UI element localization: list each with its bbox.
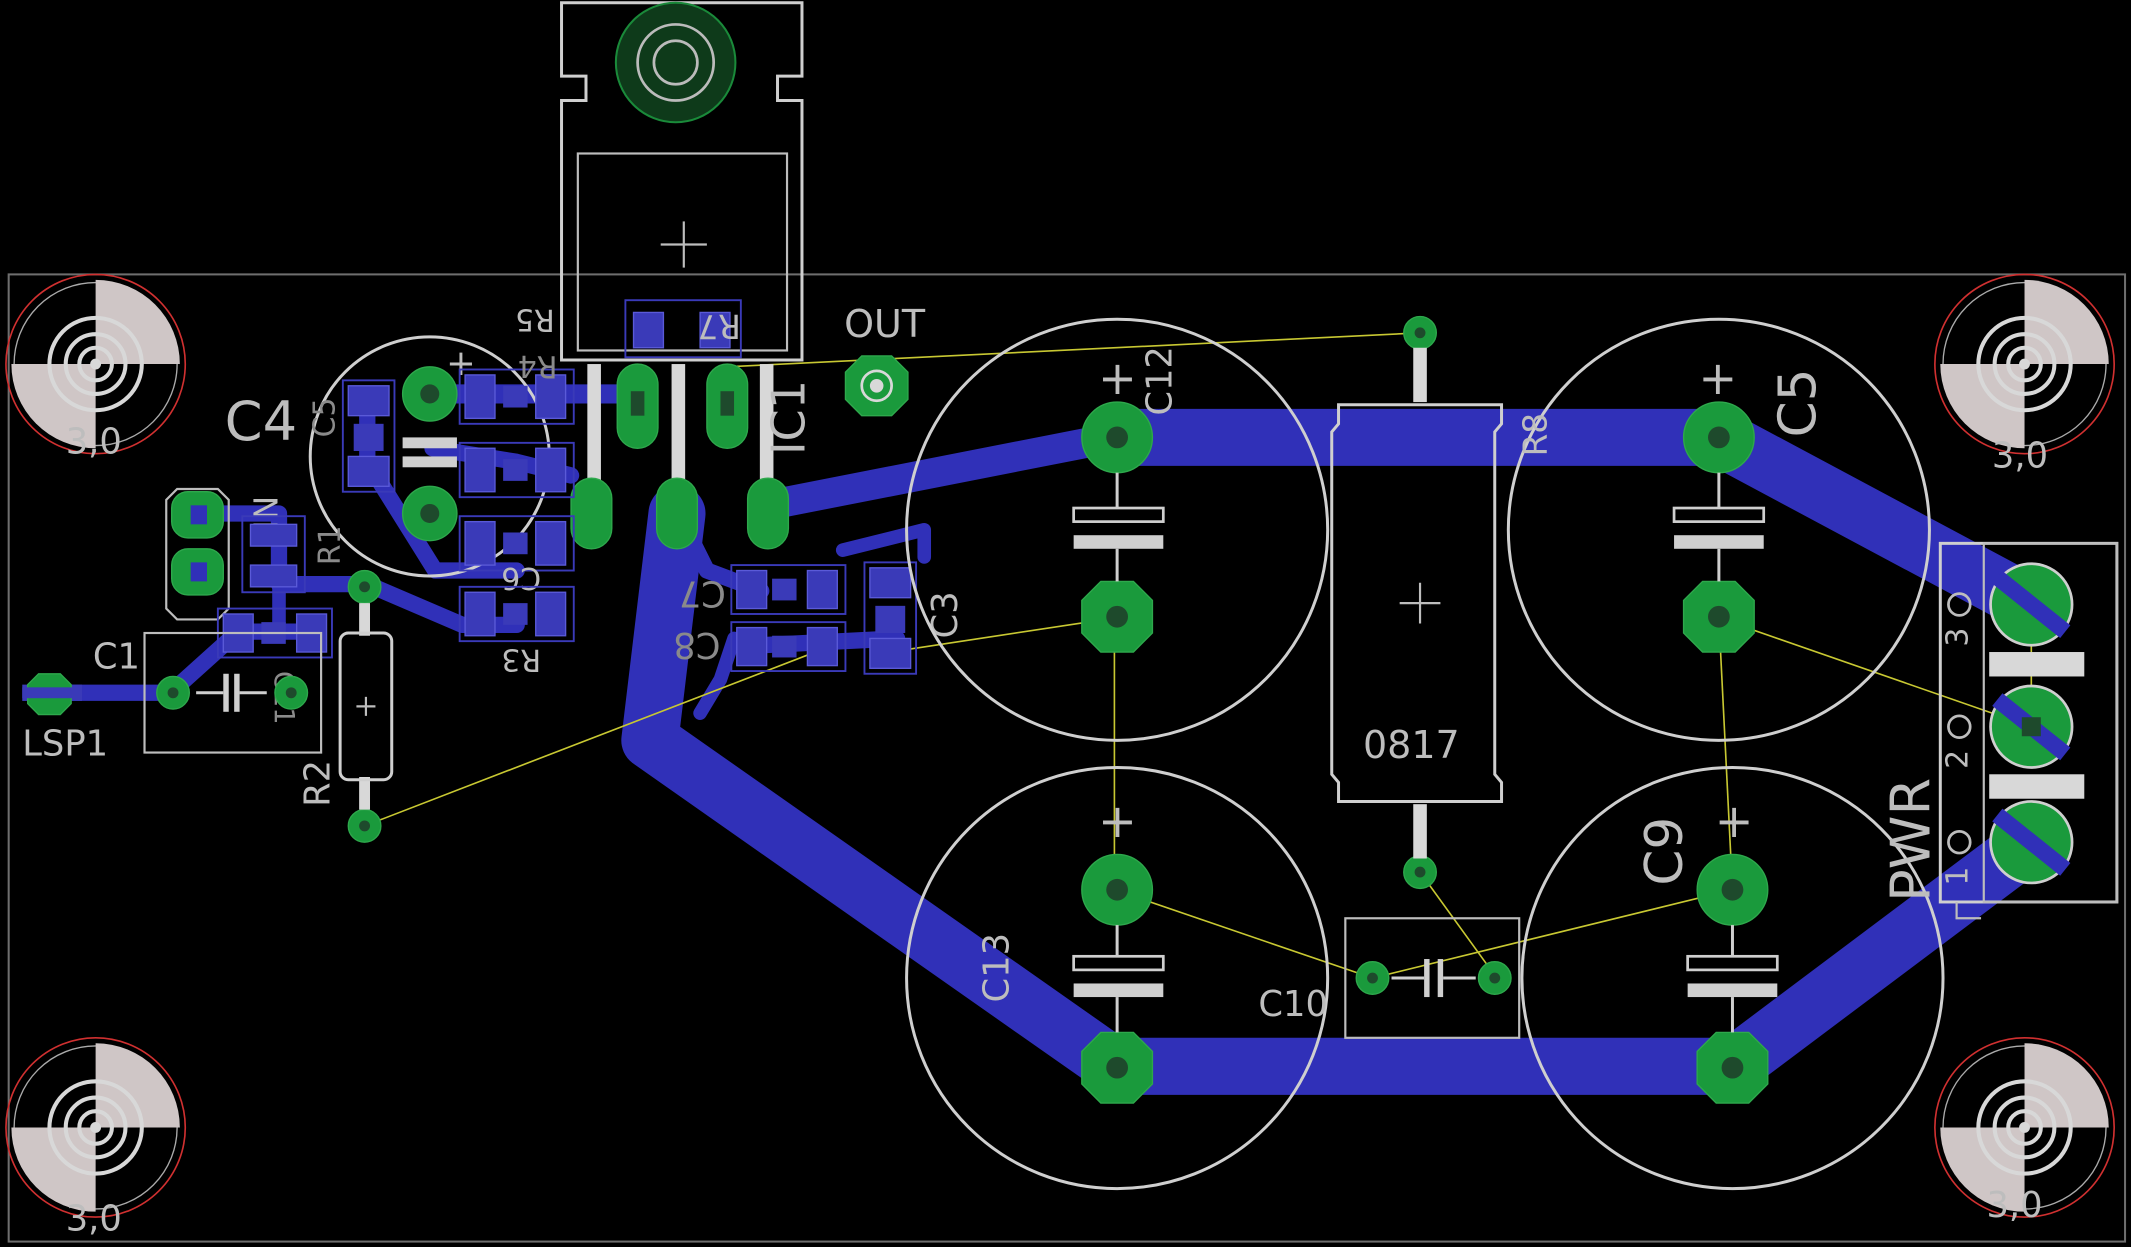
c9-capacitor[interactable]: + [1520, 765, 1945, 1191]
svg-text:+: + [1699, 351, 1738, 405]
out-label: OUT [844, 302, 926, 346]
lsp1-label: LSP1 [22, 723, 108, 764]
out-pad[interactable] [844, 355, 909, 417]
ic1-regulator[interactable] [560, 1, 804, 487]
c13-label: C13 [976, 933, 1017, 1003]
r1-label: R1 [313, 525, 348, 565]
c7-label: C7 [679, 572, 726, 613]
c8-capacitor[interactable] [730, 621, 847, 672]
mount-label-tr: 3,0 [1992, 435, 2048, 476]
r3-label: R3 [501, 641, 541, 676]
pwr-pin2-label: 2 [1940, 750, 1975, 769]
c1-capacitor[interactable] [143, 631, 323, 754]
c10-label: C10 [1258, 984, 1328, 1025]
mount-label-br: 3,0 [1986, 1185, 2042, 1226]
in-connector[interactable] [165, 487, 230, 621]
r8-label: R8 [1516, 413, 1554, 456]
c1-label: C1 [93, 636, 140, 677]
pwr-pin1-label: 1 [1940, 867, 1975, 886]
ic1-label: IC1 [762, 380, 816, 455]
c10-capacitor[interactable] [1344, 917, 1521, 1039]
c7-capacitor[interactable] [730, 564, 847, 615]
c8-label: C8 [673, 624, 720, 665]
c5-capacitor[interactable]: + [1506, 317, 1931, 742]
mounting-hole-bottom-left[interactable] [5, 1036, 187, 1218]
board-outline [7, 273, 2127, 1243]
r2-resistor[interactable] [338, 569, 394, 843]
pwr-pin3-marker [1947, 592, 1972, 617]
c6-capacitor[interactable] [458, 515, 575, 572]
pwr-terminal-block[interactable] [1938, 541, 2119, 920]
pwr-pin2-marker [1947, 714, 1972, 739]
svg-text:+: + [1098, 351, 1137, 405]
c6-label: C6 [501, 560, 541, 595]
c12-label: C12 [1139, 346, 1180, 416]
r2-label: R2 [297, 760, 338, 807]
in-smd-part[interactable] [241, 515, 306, 594]
mount-label-tl: 3,0 [66, 422, 122, 463]
lsp1-pad[interactable] [22, 673, 83, 716]
c13-capacitor[interactable]: + [905, 765, 1330, 1191]
c5-small-label: C5 [308, 398, 343, 438]
svg-text:+: + [1098, 794, 1137, 848]
r7-label: R7 [697, 307, 740, 345]
mounting-hole-top-right[interactable] [1934, 273, 2115, 455]
pwr-pin1-marker [1947, 829, 1972, 855]
r8-resistor[interactable] [1330, 315, 1504, 890]
c3-capacitor[interactable] [863, 561, 918, 675]
pwr-pin3-label: 3 [1940, 628, 1975, 647]
svg-text:+: + [1715, 794, 1754, 848]
c4-label: C4 [225, 390, 297, 453]
c12-capacitor[interactable]: + [905, 317, 1330, 742]
r1-resistor[interactable] [458, 441, 575, 499]
mount-label-bl: 3,0 [66, 1199, 122, 1240]
ic1-pins[interactable] [570, 363, 790, 550]
mounting-hole-bottom-right[interactable] [1934, 1036, 2115, 1218]
r7-resistor[interactable] [632, 311, 731, 349]
pwr-label: PWR [1879, 778, 1942, 902]
r4-resistor[interactable] [458, 368, 575, 425]
mounting-hole-top-left[interactable] [5, 273, 187, 455]
r3-resistor[interactable] [458, 585, 575, 643]
r8-value-label: 0817 [1363, 723, 1460, 767]
r5-label: R5 [515, 302, 555, 337]
copper-traces [39, 384, 2060, 1095]
c3-label: C3 [925, 591, 966, 638]
r4-label: R4 [518, 348, 558, 383]
c9-label: C9 [1635, 817, 1695, 886]
c5-small-capacitor[interactable] [341, 379, 396, 493]
c5-label: C5 [1768, 369, 1828, 438]
